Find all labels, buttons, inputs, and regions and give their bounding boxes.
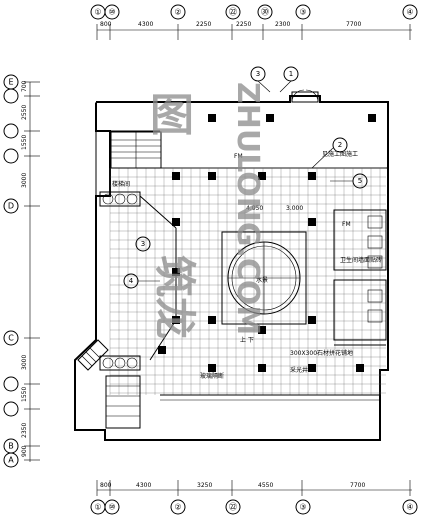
left-axis-B: B xyxy=(8,442,14,451)
bottom-dim-1: 800 xyxy=(100,482,112,489)
marker-4-left: 4 xyxy=(129,277,134,285)
column xyxy=(172,218,180,226)
note-3: 300X300石材拼花铺地 xyxy=(290,349,353,357)
bottom-axis-3: ② xyxy=(174,503,181,512)
stair-top-left xyxy=(110,131,162,169)
top-dim-1: 800 xyxy=(100,21,112,28)
bottom-axis-5: ③ xyxy=(299,503,306,512)
left-dim-5: 3000 xyxy=(21,355,28,370)
bottom-dim-3: 3250 xyxy=(197,482,212,489)
marker-3-left: 3 xyxy=(141,240,145,248)
column xyxy=(208,172,216,180)
top-axis-7: ④ xyxy=(406,8,413,17)
note-8: 楼梯间 xyxy=(112,180,130,188)
bottom-axis-2: ⑩ xyxy=(108,503,115,512)
top-axis-1: ① xyxy=(94,8,101,17)
left-dim-1: 700 xyxy=(21,80,28,92)
watermark-cn: 筑龙 xyxy=(150,255,199,339)
column xyxy=(308,316,316,324)
right-service-rooms xyxy=(333,209,387,346)
left-dim-2: 2550 xyxy=(21,105,28,120)
column xyxy=(266,114,274,122)
bottom-dim-2: 4300 xyxy=(136,482,151,489)
column xyxy=(368,114,376,122)
note-7: 上 下 xyxy=(240,336,254,344)
bottom-axis-6: ④ xyxy=(406,503,413,512)
top-axis-5: ㉚ xyxy=(261,8,269,17)
fm-label-top: FM xyxy=(234,153,243,160)
callout-markers: 3 1 2 5 4 3 xyxy=(123,66,368,289)
column xyxy=(258,364,266,372)
top-axis-bubbles: ① ⑩ ② ㉒ ㉚ ③ ④ xyxy=(90,4,418,20)
left-axis-E: E xyxy=(8,78,13,87)
column xyxy=(208,114,216,122)
column xyxy=(258,172,266,180)
top-dim-5: 2300 xyxy=(275,21,290,28)
column xyxy=(308,364,316,372)
marker-1-top: 1 xyxy=(289,70,293,78)
top-entrance xyxy=(291,89,319,103)
bottom-strip xyxy=(160,394,380,401)
marker-3-top: 3 xyxy=(256,70,260,78)
note-1: 见施工图施工 xyxy=(322,150,358,158)
watermark: 图 筑龙 ZHULONG.COM xyxy=(150,82,265,339)
watermark-en: ZHULONG.COM xyxy=(230,82,265,335)
top-dim-2: 4300 xyxy=(138,21,153,28)
left-axis-C: C xyxy=(8,334,14,343)
top-dimension-chain: 800 4300 2250 2250 2300 7700 xyxy=(96,21,412,40)
note-4: 玻璃隔断 xyxy=(200,372,224,380)
top-dim-3: 2250 xyxy=(196,21,211,28)
column xyxy=(308,172,316,180)
top-axis-3: ② xyxy=(174,8,181,17)
bottom-axis-1: ① xyxy=(94,503,101,512)
column xyxy=(308,218,316,226)
left-dim-3: 1550 xyxy=(21,135,28,150)
bottom-axis-4: ㉒ xyxy=(229,503,237,512)
watermark-cn-2: 图 xyxy=(150,90,194,141)
left-axis-bubbles: E D C B A xyxy=(3,74,19,468)
planters xyxy=(99,191,141,371)
column xyxy=(158,346,166,354)
column xyxy=(258,326,266,334)
left-axis-A: A xyxy=(8,456,14,465)
left-dimension-chain: 700 2550 1550 3000 3000 1550 2350 900 xyxy=(21,80,40,462)
left-dim-7: 2350 xyxy=(21,423,28,438)
top-dim-4: 2250 xyxy=(236,21,251,28)
left-dim-8: 900 xyxy=(21,445,28,457)
note-2: 卫生间墙面贴砖 xyxy=(340,256,382,264)
floor-tile-grid xyxy=(109,167,386,395)
bottom-dim-4: 4550 xyxy=(258,482,273,489)
elevation-label: 4.050 xyxy=(246,205,263,212)
bottom-dimension-chain: 800 4300 3250 4550 7700 xyxy=(96,480,412,496)
note-6: 水景 xyxy=(256,276,268,284)
left-dim-4: 3000 xyxy=(21,173,28,188)
left-axis-D: D xyxy=(8,202,14,211)
top-axis-2: ⑩ xyxy=(108,8,115,17)
top-axis-4: ㉒ xyxy=(229,8,237,17)
note-5: 采光井 xyxy=(290,366,308,374)
diagonal-walls xyxy=(139,195,177,361)
marker-5-right: 5 xyxy=(358,177,362,185)
bottom-dim-5: 7700 xyxy=(350,482,365,489)
top-dim-6: 7700 xyxy=(346,21,361,28)
column xyxy=(356,364,364,372)
column xyxy=(172,172,180,180)
marker-2-right: 2 xyxy=(338,141,342,149)
fm-label-right: FM xyxy=(342,221,351,228)
column xyxy=(208,364,216,372)
elevation-label-2: 3.000 xyxy=(286,205,303,212)
stair-bottom-left xyxy=(77,339,141,429)
plan-annotations: FM FM 4.050 3.000 见施工图施工 卫生间墙面贴砖 300X300… xyxy=(112,150,382,380)
column xyxy=(208,316,216,324)
central-circular-feature xyxy=(221,231,307,325)
top-axis-6: ③ xyxy=(299,8,306,17)
left-dim-6: 1550 xyxy=(21,387,28,402)
bottom-axis-bubbles: ① ⑩ ② ㉒ ③ ④ xyxy=(90,499,418,515)
